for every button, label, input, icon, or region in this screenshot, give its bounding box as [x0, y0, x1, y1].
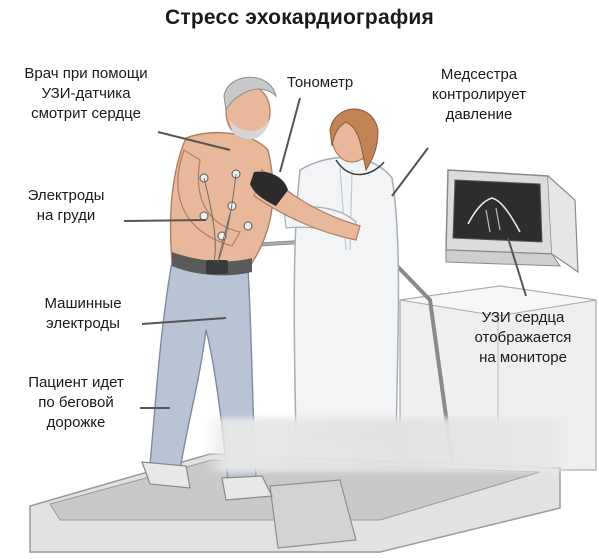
- tonometer-label: Тонометр: [286, 74, 354, 91]
- patient-label: Пациент идет по беговой дорожке: [28, 374, 124, 431]
- chest-electrodes-label: Электроды на груди: [27, 187, 105, 224]
- page-title: Стресс эхокардиография: [165, 6, 434, 29]
- nurse-figure: [283, 108, 400, 441]
- doctor-label: Врач при помощи УЗИ-датчика смотрит серд…: [24, 65, 148, 122]
- leader-lines: [123, 97, 527, 409]
- blurred-watermark: [204, 418, 574, 472]
- machine-electrodes-label: Машинные электроды: [44, 295, 122, 332]
- ultrasound-monitor-icon: [445, 169, 579, 274]
- nurse-label: Медсестра контролирует давление: [432, 66, 526, 123]
- ultrasound-label: УЗИ сердца отображается на мониторе: [474, 309, 572, 366]
